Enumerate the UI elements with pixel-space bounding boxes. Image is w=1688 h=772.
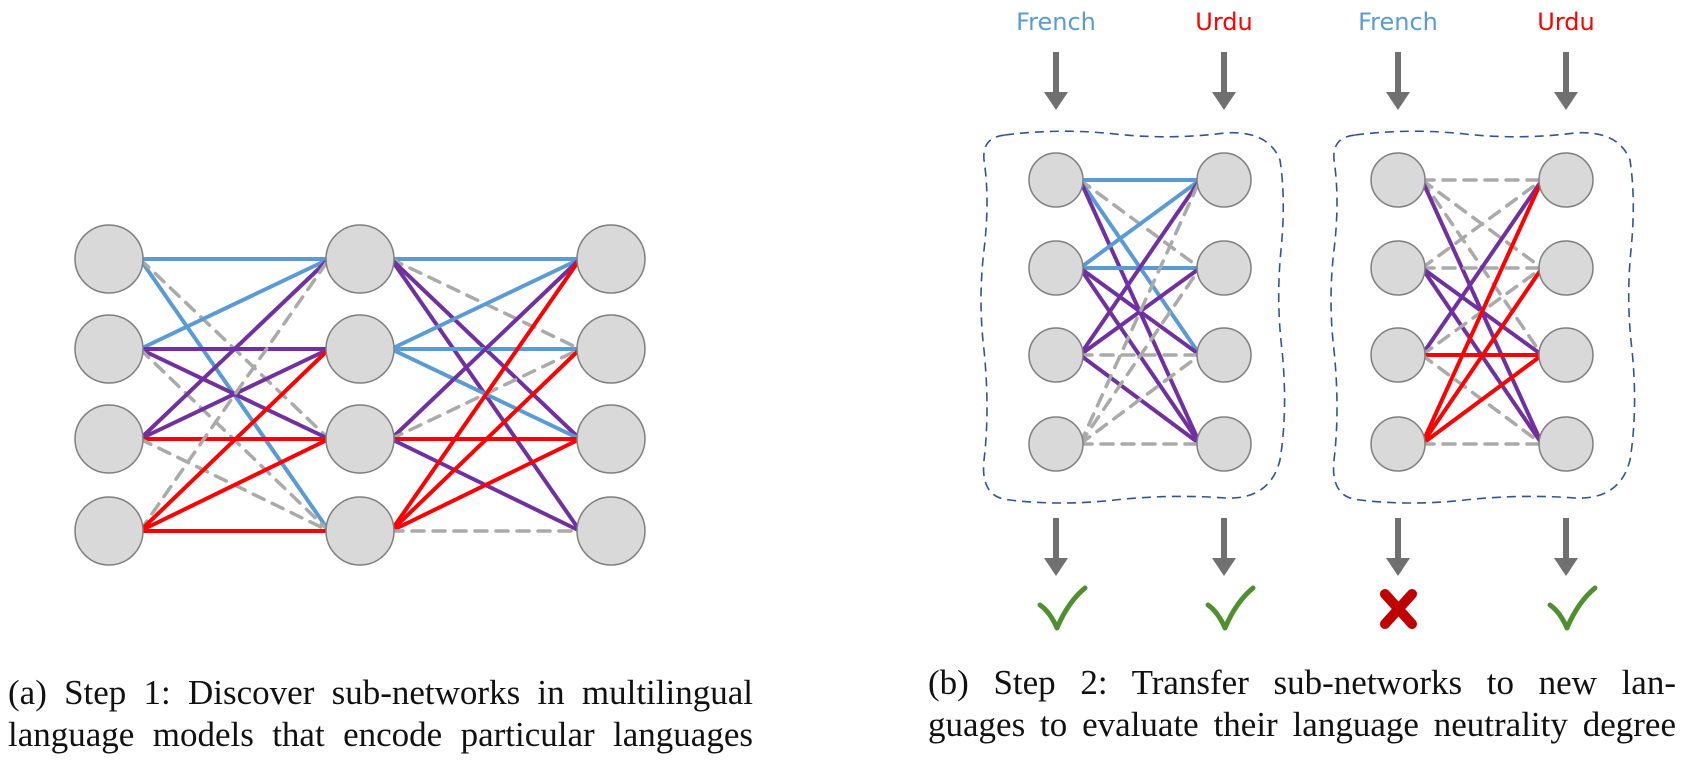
arrow-head — [1386, 92, 1410, 110]
caption-step-1-line-1: (a) Step 1: Discover sub-networks in mul… — [8, 673, 753, 712]
neuron-node — [1370, 416, 1426, 472]
caption-step-1: (a) Step 1: Discover sub-networks in mul… — [8, 672, 753, 756]
caption-step-2-line-2: guages to evaluate their language neutra… — [928, 705, 1676, 744]
down-arrow-icon — [1554, 52, 1578, 110]
neuron-node — [1028, 327, 1084, 383]
edge-inactive — [138, 257, 331, 533]
neuron-node — [1196, 152, 1252, 208]
edge-urdu — [138, 437, 331, 533]
down-arrow-icon — [1212, 52, 1236, 110]
neuron-node — [74, 496, 144, 566]
arrow-head — [1386, 558, 1410, 576]
down-arrow-icon — [1554, 518, 1578, 576]
edge-inactive — [1078, 353, 1202, 446]
subnet-1-edges — [1078, 178, 1202, 446]
check-icon — [1037, 585, 1088, 631]
down-arrow-icon — [1044, 518, 1068, 576]
neuron-node — [325, 314, 395, 384]
lang-label-urdu-2: Urdu — [1537, 8, 1594, 36]
panel-b-transfer: French Urdu French Urdu — [980, 8, 1636, 631]
subnet-2-edges — [1420, 178, 1544, 446]
neuron-node — [1538, 152, 1594, 208]
edge-french — [138, 257, 331, 351]
down-arrow-icon — [1386, 52, 1410, 110]
arrow-head — [1212, 558, 1236, 576]
neuron-node — [325, 496, 395, 566]
neuron-node — [1196, 416, 1252, 472]
edge-french — [389, 257, 582, 351]
panel-b-nodes — [1028, 152, 1594, 472]
arrow-head — [1044, 558, 1068, 576]
neuron-node — [1538, 416, 1594, 472]
edge-shared — [1420, 178, 1544, 357]
edge-inactive — [1078, 178, 1202, 446]
arrow-head — [1044, 92, 1068, 110]
edge-shared — [389, 257, 582, 441]
lang-label-urdu-1: Urdu — [1195, 8, 1252, 36]
caption-step-2-line-1: (b) Step 2: Transfer sub-networks to new… — [928, 663, 1676, 702]
neuron-node — [325, 224, 395, 294]
arrow-head — [1212, 92, 1236, 110]
neuron-node — [1370, 240, 1426, 296]
check-icon — [1205, 585, 1256, 631]
edge-inactive — [1078, 266, 1202, 446]
edge-urdu — [389, 347, 582, 533]
neuron-node — [325, 404, 395, 474]
down-arrow-icon — [1386, 518, 1410, 576]
caption-step-1-line-2: language models that encode particular l… — [8, 715, 753, 754]
neuron-node — [1370, 152, 1426, 208]
down-arrow-icon — [1212, 518, 1236, 576]
edge-urdu — [389, 257, 582, 533]
caption-step-2: (b) Step 2: Transfer sub-networks to new… — [928, 662, 1676, 746]
subnet-boundary-1 — [980, 130, 1286, 504]
neuron-node — [1028, 152, 1084, 208]
panel-a-network — [74, 224, 646, 566]
check-icon — [1547, 585, 1598, 631]
down-arrow-icon — [1044, 52, 1068, 110]
neuron-node — [74, 224, 144, 294]
lang-label-french-1: French — [1016, 8, 1096, 36]
edge-shared — [138, 257, 331, 441]
edge-urdu — [1420, 353, 1544, 446]
neuron-node — [1538, 240, 1594, 296]
arrow-head — [1554, 92, 1578, 110]
neuron-node — [576, 224, 646, 294]
neuron-node — [1196, 327, 1252, 383]
neuron-node — [576, 496, 646, 566]
panel-a-edges — [138, 257, 582, 533]
lang-label-french-2: French — [1358, 8, 1438, 36]
edge-urdu — [1420, 266, 1544, 446]
neuron-node — [576, 314, 646, 384]
neuron-node — [74, 404, 144, 474]
edge-shared — [1078, 178, 1202, 357]
edge-french — [1078, 178, 1202, 270]
neuron-node — [576, 404, 646, 474]
edge-urdu — [138, 347, 331, 533]
edge-inactive — [1420, 178, 1544, 270]
panel-a-nodes — [74, 224, 646, 566]
neuron-node — [1028, 416, 1084, 472]
edge-urdu — [389, 437, 582, 533]
panel-b-arrows — [1044, 52, 1578, 576]
subnet-boundary-2 — [1330, 130, 1636, 504]
neuron-node — [1028, 240, 1084, 296]
neuron-node — [1538, 327, 1594, 383]
arrow-head — [1554, 558, 1578, 576]
neuron-node — [1196, 240, 1252, 296]
edge-urdu — [1420, 178, 1544, 446]
cross-icon — [1380, 589, 1417, 629]
neuron-node — [1370, 327, 1426, 383]
neuron-node — [74, 314, 144, 384]
